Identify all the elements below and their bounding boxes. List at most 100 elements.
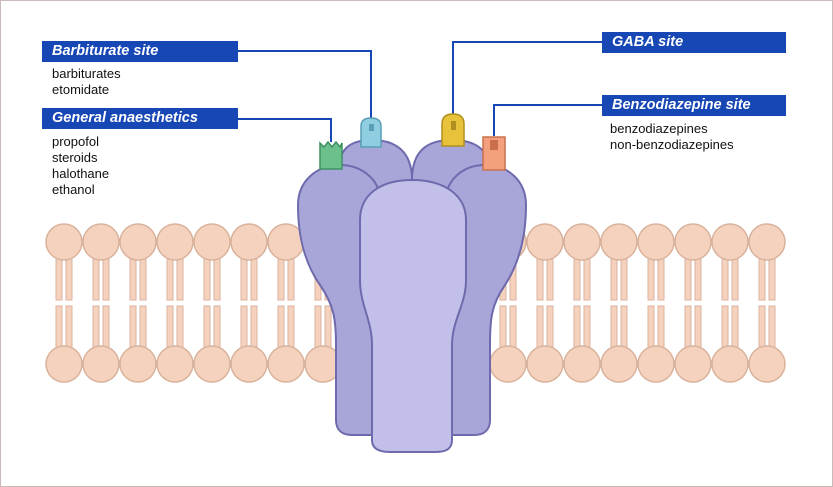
- lipid-tail: [102, 305, 110, 349]
- agent-item: propofol: [52, 134, 99, 149]
- lipid-molecule: [82, 223, 120, 383]
- benzodiazepine-site-marker: [482, 136, 506, 171]
- leader-lines: [238, 41, 604, 142]
- lipid-head: [45, 345, 83, 383]
- lipid-tail: [139, 305, 147, 349]
- lipid-tail: [176, 305, 184, 349]
- agent-item: ethanol: [52, 182, 95, 197]
- lipid-tail: [324, 305, 332, 349]
- lipid-head: [230, 345, 268, 383]
- barbiturate-site-notch: [369, 124, 374, 131]
- lipid-molecule: [193, 223, 231, 383]
- lipid-head: [119, 345, 157, 383]
- lipid-tail: [287, 305, 295, 349]
- lipid-head: [637, 345, 675, 383]
- lipid-head: [489, 345, 527, 383]
- lipid-tail: [129, 305, 137, 349]
- lipid-molecule: [45, 223, 83, 383]
- lipid-tail: [620, 305, 628, 349]
- lipid-tail: [166, 305, 174, 349]
- lipid-head: [674, 345, 712, 383]
- lipid-tail: [277, 305, 285, 349]
- gaba-site-notch: [451, 121, 456, 130]
- lipid-tail: [721, 257, 729, 301]
- lipid-molecule: [674, 223, 712, 383]
- lipid-tail: [583, 305, 591, 349]
- barbiturate-agent-list: barbiturates etomidate: [52, 66, 121, 98]
- lipid-tail: [536, 305, 544, 349]
- lipid-head: [674, 223, 712, 261]
- lipid-tail: [647, 305, 655, 349]
- lipid-tail: [314, 305, 322, 349]
- lipid-tail: [139, 257, 147, 301]
- benzodiazepine-site-notch: [490, 140, 498, 150]
- lipid-tail: [647, 257, 655, 301]
- lipid-tail: [213, 305, 221, 349]
- lipid-head: [82, 345, 120, 383]
- benzodiazepine-agent-list: benzodiazepines non-benzodiazepines: [610, 121, 734, 153]
- lipid-molecule: [563, 223, 601, 383]
- lipid-tail: [657, 257, 665, 301]
- lipid-tail: [684, 305, 692, 349]
- lipid-head: [711, 345, 749, 383]
- lipid-head: [82, 223, 120, 261]
- lipid-head: [156, 345, 194, 383]
- lipid-tail: [536, 257, 544, 301]
- lipid-head: [156, 223, 194, 261]
- lipid-tail: [546, 305, 554, 349]
- lipid-tail: [213, 257, 221, 301]
- benzodiazepine-leader-line: [493, 104, 604, 136]
- lipid-tail: [610, 257, 618, 301]
- lipid-tail: [277, 257, 285, 301]
- lipid-tail: [203, 257, 211, 301]
- lipid-tail: [694, 305, 702, 349]
- lipid-tail: [620, 257, 628, 301]
- lipid-tail: [92, 257, 100, 301]
- lipid-molecule: [711, 223, 749, 383]
- lipid-tail: [731, 305, 739, 349]
- receptor-complex: [296, 138, 528, 453]
- lipid-tail: [129, 257, 137, 301]
- gaba-site-label: GABA site: [602, 32, 786, 53]
- lipid-tail: [92, 305, 100, 349]
- lipid-tail: [583, 257, 591, 301]
- lipid-head: [563, 345, 601, 383]
- barbiturate-leader-line: [238, 50, 372, 118]
- barbiturate-site-marker: [360, 117, 382, 148]
- barbiturate-site-label: Barbiturate site: [42, 41, 238, 62]
- lipid-head: [119, 223, 157, 261]
- lipid-tail: [287, 257, 295, 301]
- agent-item: benzodiazepines: [610, 121, 708, 136]
- lipid-head: [526, 345, 564, 383]
- lipid-tail: [250, 257, 258, 301]
- lipid-head: [600, 345, 638, 383]
- lipid-molecule: [156, 223, 194, 383]
- lipid-molecule: [526, 223, 564, 383]
- lipid-tail: [573, 257, 581, 301]
- lipid-tail: [768, 305, 776, 349]
- lipid-head: [600, 223, 638, 261]
- lipid-molecule: [748, 223, 786, 383]
- agent-item: halothane: [52, 166, 110, 181]
- lipid-head: [748, 223, 786, 261]
- lipid-molecule: [267, 223, 305, 383]
- lipid-tail: [203, 305, 211, 349]
- lipid-molecule: [637, 223, 675, 383]
- agent-item: steroids: [52, 150, 98, 165]
- binding-site-markers: [319, 113, 506, 171]
- lipid-tail: [684, 257, 692, 301]
- lipid-tail: [65, 305, 73, 349]
- agent-item: etomidate: [52, 82, 110, 97]
- lipid-tail: [657, 305, 665, 349]
- lipid-tail: [55, 257, 63, 301]
- general-anaesthetics-agent-list: propofol steroids halothane ethanol: [52, 134, 109, 198]
- general-anaesthetics-label: General anaesthetics: [42, 108, 238, 129]
- lipid-tail: [758, 257, 766, 301]
- lipid-molecule: [600, 223, 638, 383]
- lipid-tail: [176, 257, 184, 301]
- lipid-head: [748, 345, 786, 383]
- lipid-tail: [509, 305, 517, 349]
- lipid-head: [526, 223, 564, 261]
- lipid-head: [193, 223, 231, 261]
